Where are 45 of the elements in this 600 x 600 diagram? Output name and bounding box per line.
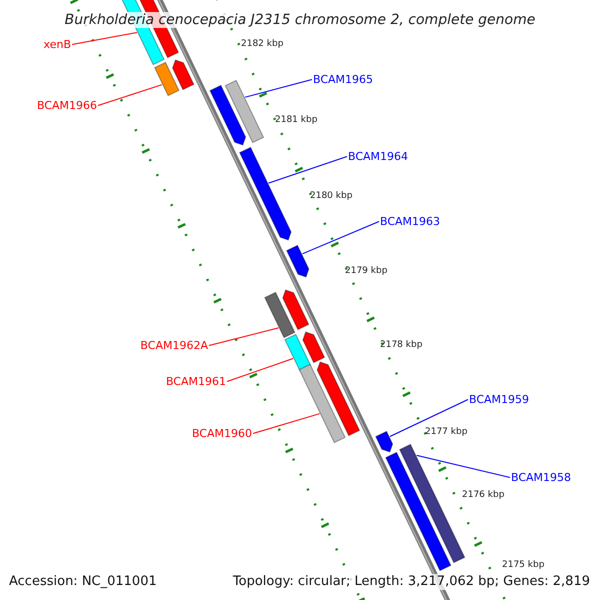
scale-label: 2175 kbp <box>502 559 544 572</box>
gene-bar <box>264 292 296 338</box>
scale-label: 2176 kbp <box>462 489 504 502</box>
gene-bar <box>224 80 264 144</box>
info-text: Accession: NC_011001 <box>9 574 157 590</box>
diagram-title: Burkholderia cenocepacia J2315 chromosome 2, complete genome <box>64 12 536 28</box>
gene-label: BCAM1959 <box>469 393 530 406</box>
scale-label: 2180 kbp <box>310 190 352 203</box>
gene-label: BCAM1965 <box>313 73 374 86</box>
gene-label: BCAM1962A <box>140 339 208 352</box>
gene-label: BCAM1963 <box>380 215 440 228</box>
gene-bar <box>286 244 310 278</box>
leader-line <box>208 327 279 346</box>
gene-bar <box>282 289 310 330</box>
leader-line <box>226 358 294 382</box>
gene-bar <box>298 364 346 444</box>
gene-bar <box>239 146 292 241</box>
scale-label: 2179 kbp <box>345 265 388 278</box>
scale-label: 2177 kbp <box>425 426 468 439</box>
leader-line <box>252 413 320 434</box>
gene-label: BCAM1966 <box>36 99 97 112</box>
leader-line <box>72 32 138 45</box>
gene-bar <box>172 59 194 90</box>
gene-label: BCAM1961 <box>166 375 226 388</box>
leader-line <box>416 454 510 478</box>
scale-label: 2178 kbp <box>380 339 422 352</box>
gene-label: BCAM1960 <box>192 427 252 440</box>
gene-bar <box>385 452 452 572</box>
scale-label: 2181 kbp <box>275 114 318 127</box>
info-text: Topology: circular; Length: 3,217,062 bp; Genes: 2,819 <box>232 574 590 590</box>
gene-bar <box>302 331 326 364</box>
gene-bar <box>316 361 360 436</box>
leader-line <box>98 84 162 106</box>
gene-label: BCAM1964 <box>348 150 408 163</box>
leader-line <box>302 221 380 254</box>
leader-line <box>389 399 468 437</box>
gene-bar <box>284 334 312 372</box>
gene-label: xenB <box>44 38 71 51</box>
gene-label: BCAM1958 <box>511 471 572 484</box>
scale-label: 2182 kbp <box>241 38 284 51</box>
leader-line <box>268 156 348 184</box>
gene-bar <box>375 430 394 453</box>
gene-bar <box>154 62 180 96</box>
gene-bar <box>209 84 246 146</box>
leader-line <box>244 79 312 98</box>
